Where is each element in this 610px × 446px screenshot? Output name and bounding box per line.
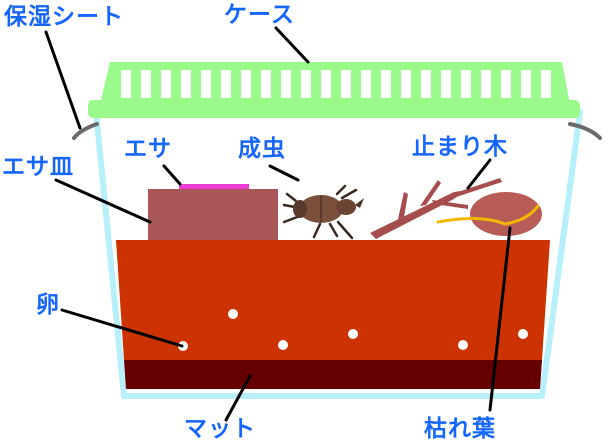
pointer-line-sheet (46, 32, 80, 128)
moisture-sheet-edge-left (74, 124, 97, 138)
label-dead-leaf: 枯れ葉 (424, 416, 496, 442)
food-dish (148, 189, 278, 240)
label-case: ケース (224, 2, 295, 28)
mat-lower-layer (124, 360, 542, 389)
label-food-dish: エサ皿 (2, 154, 74, 180)
egg (458, 340, 468, 350)
label-food: エサ (124, 136, 172, 162)
egg (518, 329, 528, 339)
egg (228, 309, 238, 319)
label-egg: 卵 (36, 292, 60, 318)
egg (278, 340, 288, 350)
label-mat: マット (184, 416, 256, 442)
label-moisture-sheet: 保湿シート (4, 4, 124, 30)
pointer-line-case (276, 28, 308, 62)
label-adult-beetle: 成虫 (238, 136, 286, 162)
egg (348, 329, 358, 339)
label-perch: 止まり木 (412, 134, 508, 160)
food-jelly (179, 184, 249, 189)
case-lid (88, 62, 580, 118)
